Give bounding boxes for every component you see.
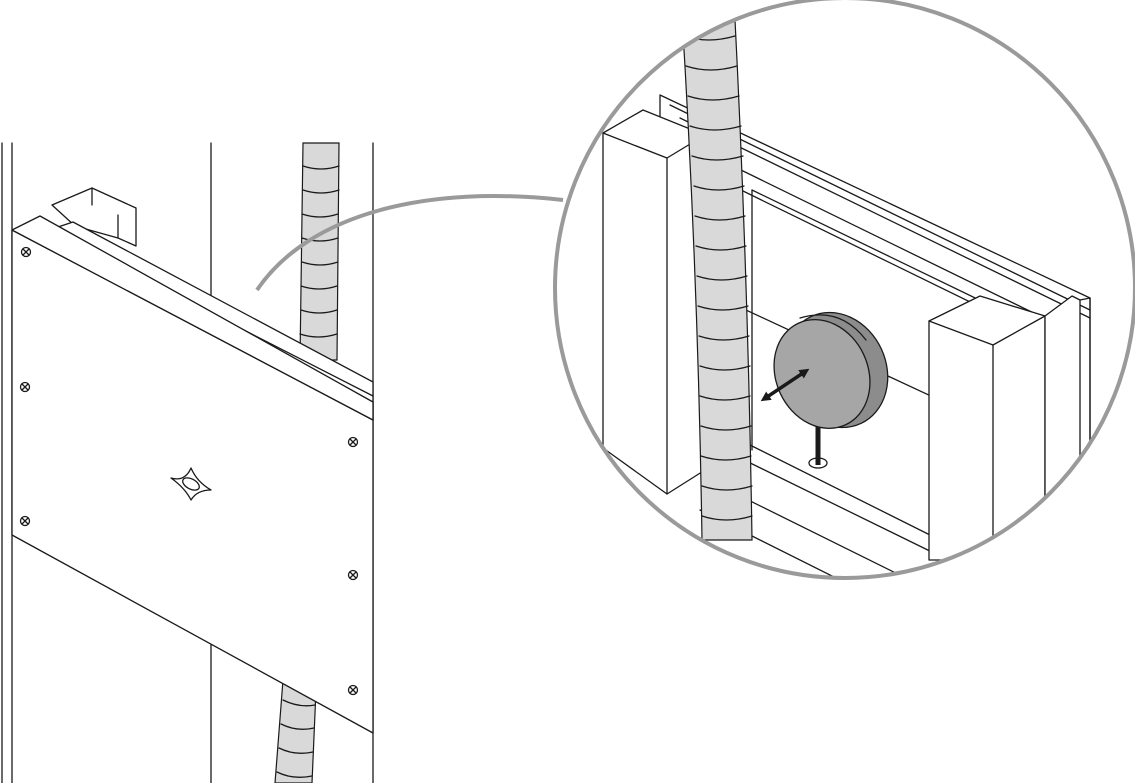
zoom-detail bbox=[602, 0, 1091, 578]
screw-icon bbox=[347, 684, 359, 696]
screw-icon bbox=[347, 569, 359, 581]
screw-icon bbox=[19, 381, 31, 393]
screw-icon bbox=[19, 515, 31, 527]
callout-leader bbox=[255, 194, 564, 292]
plate-screws bbox=[19, 246, 359, 696]
screw-icon bbox=[20, 246, 32, 258]
screw-icon bbox=[347, 436, 359, 448]
callout-ring bbox=[553, 0, 1135, 580]
conduit-zoom bbox=[680, 0, 753, 541]
brand-logo-icon bbox=[170, 467, 212, 501]
double-arrow-icon bbox=[760, 368, 810, 402]
conduit-upper bbox=[299, 142, 340, 361]
cover-plate bbox=[11, 215, 374, 734]
